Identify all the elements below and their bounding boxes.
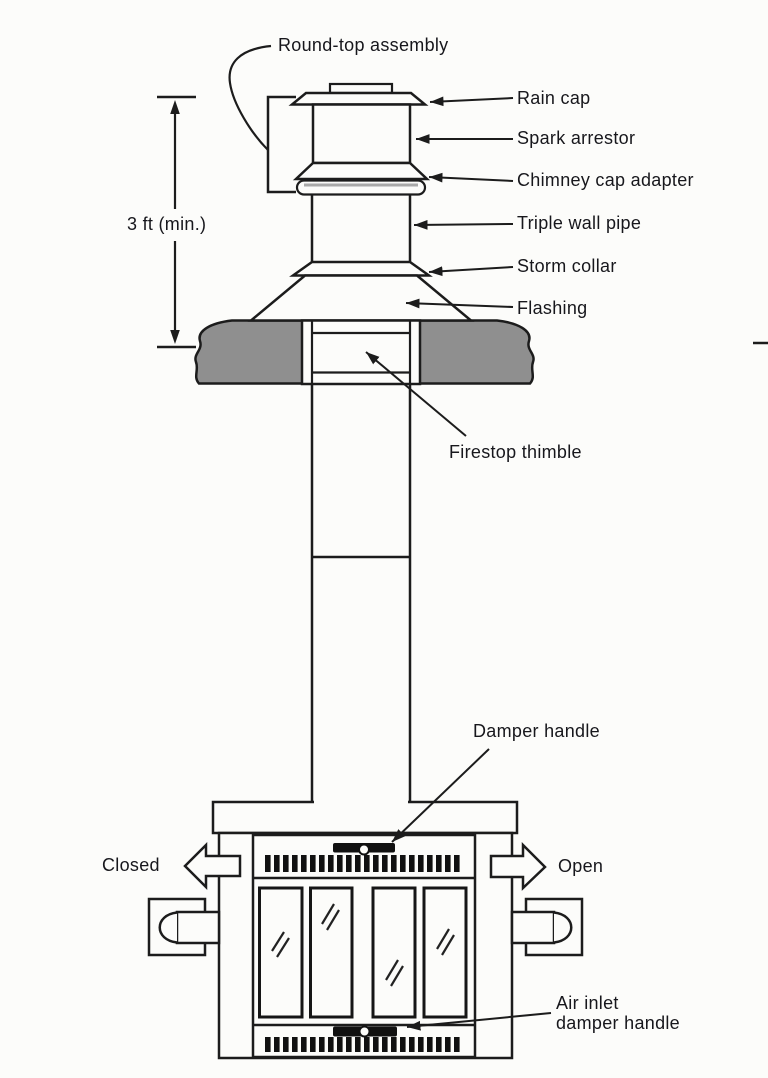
label-rain-cap: Rain cap (517, 88, 591, 108)
label-air-inlet-damper-handle: Air inlet damper handle (556, 993, 680, 1033)
glass-reflection-marks (271, 903, 455, 987)
round-top-leader-curve (228, 44, 272, 151)
label-round-top-assembly: Round-top assembly (278, 35, 449, 55)
closed-direction-arrow (183, 841, 242, 891)
storm-collar-shape (289, 260, 433, 277)
stove-top-plate (211, 800, 519, 835)
bottom-vent-slots (265, 1037, 462, 1052)
label-closed: Closed (102, 855, 160, 875)
leader-flashing (405, 298, 514, 309)
label-leader-arrows (365, 96, 552, 1031)
label-air-inlet-line1: Air inlet (556, 993, 619, 1013)
label-triple-wall-pipe: Triple wall pipe (517, 213, 642, 233)
label-storm-collar: Storm collar (517, 256, 617, 276)
dimension-3ft-arrow (157, 95, 196, 349)
pipe-interior (314, 387, 408, 805)
air-inlet-handle-knob (358, 1025, 371, 1038)
spark-arrestor-shape (311, 103, 412, 165)
leader-firestop-thimble (365, 351, 467, 437)
leader-chimney-cap-adapter (428, 172, 514, 183)
right-door-handle (510, 897, 584, 957)
label-air-inlet-line2: damper handle (556, 1013, 680, 1033)
flashing-shape (247, 274, 475, 322)
left-door-handle (147, 897, 221, 957)
glass-door-panel-3 (371, 886, 417, 1019)
chimney-cap-adapter-flare (292, 161, 431, 181)
leader-rain-cap (429, 96, 514, 107)
triple-wall-pipe-shape (310, 194, 412, 262)
chimney-pipe-shape (310, 384, 412, 803)
glass-door-panel-4 (422, 886, 468, 1019)
label-chimney-cap-adapter: Chimney cap adapter (517, 170, 694, 190)
round-top-assembly-bracket (266, 95, 296, 194)
leader-air-inlet (406, 1012, 552, 1031)
label-min-height: 3 ft (min.) (127, 214, 207, 234)
cap-top-knob (328, 82, 394, 95)
firestop-thimble-shape (300, 319, 422, 386)
top-vent-slots (265, 855, 462, 872)
rain-cap-shape (288, 91, 429, 106)
label-open: Open (558, 856, 604, 876)
label-firestop-thimble: Firestop thimble (449, 442, 582, 462)
label-spark-arrestor: Spark arrestor (517, 128, 636, 148)
damper-handle-knob (358, 843, 370, 856)
leader-damper-handle (391, 748, 490, 843)
label-damper-handle: Damper handle (473, 721, 600, 741)
label-flashing: Flashing (517, 298, 588, 318)
leader-triple-wall-pipe (413, 219, 514, 230)
leader-storm-collar (428, 266, 514, 277)
open-direction-arrow (489, 841, 547, 891)
chimney-cap-adapter-band (295, 179, 427, 196)
